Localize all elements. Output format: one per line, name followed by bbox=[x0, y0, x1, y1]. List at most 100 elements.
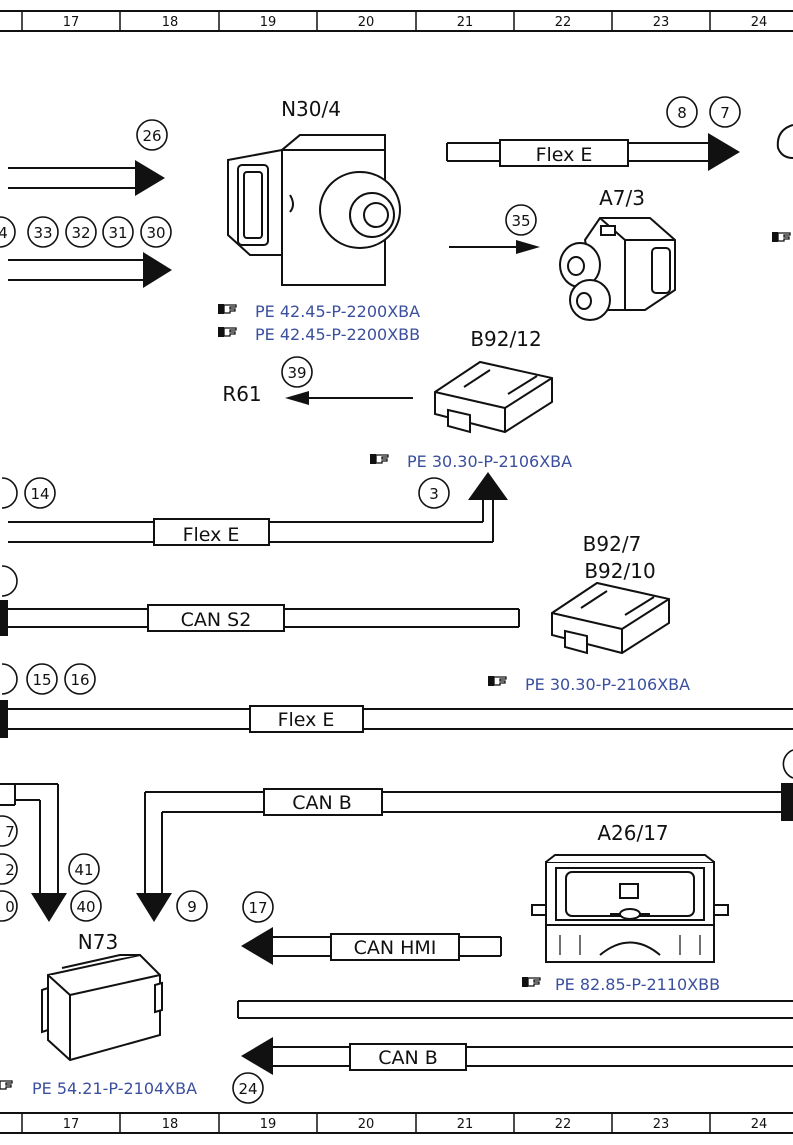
bus-label-can-b-upper: CAN B bbox=[292, 792, 352, 814]
b92-7-sensor-icon bbox=[551, 581, 670, 655]
label-b92-10: B92/10 bbox=[584, 559, 655, 583]
label-a26-17: A26/17 bbox=[597, 821, 668, 845]
connector-15: 15 bbox=[26, 663, 58, 695]
svg-text:PE 54.21-P-2104XBA: PE 54.21-P-2104XBA bbox=[32, 1079, 197, 1098]
label-b92-12: B92/12 bbox=[470, 327, 541, 351]
ruler-col-20: 20 bbox=[358, 15, 375, 30]
svg-text:3: 3 bbox=[429, 485, 439, 503]
flex-e-lower-wire bbox=[0, 700, 793, 738]
svg-text:14: 14 bbox=[30, 485, 49, 503]
ruler-col-21-bottom: 21 bbox=[457, 1117, 474, 1132]
bottom-ruler: 17 18 19 20 21 22 23 24 bbox=[0, 1112, 793, 1134]
svg-text:40: 40 bbox=[76, 898, 95, 916]
connector-8: 8 bbox=[666, 96, 698, 128]
ref-a26-17[interactable]: PE 82.85-P-2110XBB bbox=[521, 975, 720, 994]
ref-n73[interactable]: PE 54.21-P-2104XBA bbox=[0, 1079, 197, 1098]
bus-label-flex-e-top: Flex E bbox=[536, 144, 593, 166]
connector-7: 7 bbox=[709, 96, 741, 128]
svg-text:24: 24 bbox=[238, 1080, 257, 1098]
connector-40: 40 bbox=[70, 890, 102, 922]
connector-26: 26 bbox=[136, 119, 168, 151]
svg-text:PE 82.85-P-2110XBB: PE 82.85-P-2110XBB bbox=[555, 975, 720, 994]
connector-2-partial: 2 bbox=[0, 853, 18, 885]
bus-label-can-hmi: CAN HMI bbox=[354, 937, 437, 959]
connector-39: 39 bbox=[281, 356, 313, 388]
connector-14: 14 bbox=[24, 477, 56, 509]
ref-n30-4-b[interactable]: PE 42.45-P-2200XBB bbox=[217, 325, 420, 344]
n30-4-abs-unit-icon bbox=[227, 134, 401, 286]
label-n73: N73 bbox=[78, 930, 118, 954]
svg-text:0: 0 bbox=[5, 898, 15, 916]
connector-32: 32 bbox=[65, 216, 97, 248]
svg-text:16: 16 bbox=[70, 671, 89, 689]
svg-text:9: 9 bbox=[187, 898, 197, 916]
flex-e-middle-wire bbox=[8, 472, 508, 546]
arrow-39 bbox=[285, 391, 413, 405]
svg-text:15: 15 bbox=[32, 671, 51, 689]
svg-text:35: 35 bbox=[511, 212, 530, 230]
connector-partial-left-3 bbox=[1, 663, 18, 695]
partial-ref-icon-right bbox=[771, 231, 791, 243]
connector-partial-right-1 bbox=[782, 749, 793, 779]
svg-text:PE 30.30-P-2106XBA: PE 30.30-P-2106XBA bbox=[525, 675, 690, 694]
connector-partial-left-2 bbox=[1, 565, 18, 597]
bus-label-flex-e-lower: Flex E bbox=[278, 709, 335, 731]
can-b-upper-wire bbox=[136, 783, 793, 922]
ref-b92-7[interactable]: PE 30.30-P-2106XBA bbox=[487, 675, 690, 694]
label-r61: R61 bbox=[222, 382, 261, 406]
svg-text:32: 32 bbox=[71, 224, 90, 242]
connector-30: 30 bbox=[140, 216, 172, 248]
can-b-lower-wire bbox=[241, 1037, 793, 1075]
ruler-col-22-bottom: 22 bbox=[555, 1117, 572, 1132]
ruler-col-19: 19 bbox=[260, 15, 277, 30]
svg-text:PE 30.30-P-2106XBA: PE 30.30-P-2106XBA bbox=[407, 452, 572, 471]
ruler-col-17-bottom: 17 bbox=[63, 1117, 80, 1132]
connector-3: 3 bbox=[418, 477, 450, 509]
svg-text:4: 4 bbox=[0, 224, 8, 242]
open-wire-lower bbox=[237, 1000, 793, 1019]
arrow-35 bbox=[449, 240, 540, 254]
can-s2-wire bbox=[0, 600, 520, 636]
connector-33: 33 bbox=[27, 216, 59, 248]
ruler-col-24-bottom: 24 bbox=[751, 1117, 768, 1132]
ref-n30-4-a[interactable]: PE 42.45-P-2200XBA bbox=[217, 302, 420, 321]
connector-0-partial: 0 bbox=[0, 890, 18, 922]
svg-text:PE 42.45-P-2200XBA: PE 42.45-P-2200XBA bbox=[255, 302, 420, 321]
wire-26 bbox=[8, 160, 165, 196]
wire-into-n73-left bbox=[0, 783, 67, 922]
connector-31: 31 bbox=[102, 216, 134, 248]
b92-12-sensor-icon bbox=[434, 360, 553, 434]
connector-41: 41 bbox=[68, 853, 100, 885]
svg-text:33: 33 bbox=[33, 224, 52, 242]
svg-text:PE 42.45-P-2200XBB: PE 42.45-P-2200XBB bbox=[255, 325, 420, 344]
svg-text:7: 7 bbox=[5, 823, 15, 841]
connector-4-partial: 4 bbox=[0, 216, 16, 248]
ruler-col-18: 18 bbox=[162, 15, 179, 30]
connector-7-partial: 7 bbox=[0, 815, 18, 847]
ruler-col-23: 23 bbox=[653, 15, 670, 30]
svg-text:41: 41 bbox=[74, 861, 93, 879]
bus-label-can-b-lower: CAN B bbox=[378, 1047, 438, 1069]
flex-e-top-wire bbox=[446, 133, 740, 171]
connector-24: 24 bbox=[232, 1072, 264, 1104]
ruler-col-24: 24 bbox=[751, 15, 768, 30]
ruler-col-20-bottom: 20 bbox=[358, 1117, 375, 1132]
svg-text:30: 30 bbox=[146, 224, 165, 242]
partial-component-icon-right bbox=[776, 124, 793, 159]
svg-text:17: 17 bbox=[248, 899, 267, 917]
label-a7-3: A7/3 bbox=[599, 186, 645, 210]
ruler-col-19-bottom: 19 bbox=[260, 1117, 277, 1132]
n73-control-unit-icon bbox=[41, 953, 163, 1062]
connector-16: 16 bbox=[64, 663, 96, 695]
bus-label-flex-e-middle: Flex E bbox=[183, 524, 240, 546]
can-hmi-wire bbox=[241, 927, 502, 965]
connector-35: 35 bbox=[505, 204, 537, 236]
label-n30-4: N30/4 bbox=[281, 97, 341, 121]
ruler-col-17: 17 bbox=[63, 15, 80, 30]
bus-label-can-s2: CAN S2 bbox=[181, 609, 252, 631]
svg-text:26: 26 bbox=[142, 127, 161, 145]
ref-b92-12[interactable]: PE 30.30-P-2106XBA bbox=[369, 452, 572, 471]
ruler-col-22: 22 bbox=[555, 15, 572, 30]
svg-text:31: 31 bbox=[108, 224, 127, 242]
